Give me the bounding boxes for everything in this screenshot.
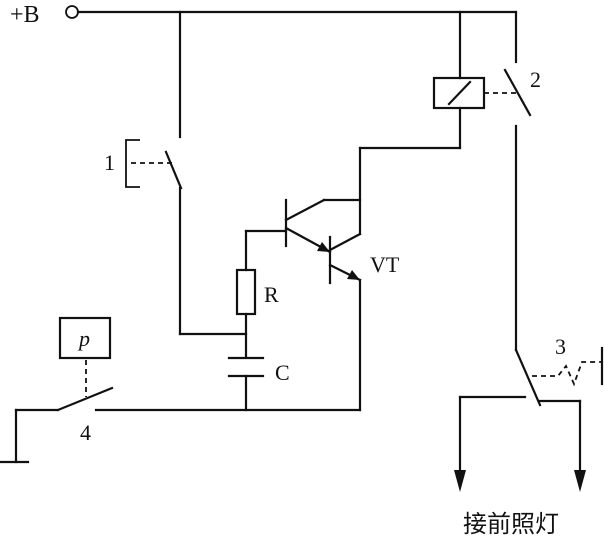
resistor-label: R <box>264 282 279 307</box>
switch-3-label: 3 <box>555 334 566 359</box>
output-label: 接前照灯 <box>463 511 559 538</box>
switch-3 <box>454 346 604 492</box>
switch-4-label: 4 <box>80 420 91 445</box>
pressure-label: p <box>77 326 90 351</box>
supply-terminal <box>65 5 79 19</box>
capacitor-c <box>227 356 265 412</box>
transistor-label: VT <box>370 252 400 277</box>
supply-label: +B <box>10 2 40 28</box>
resistor-r <box>235 229 288 359</box>
switch-1 <box>125 10 183 336</box>
switch-4 <box>0 360 362 464</box>
switch-2 <box>503 10 532 352</box>
transistor-vt <box>284 146 362 412</box>
switch-2-label: 2 <box>530 67 541 92</box>
pressure-sensor-box <box>58 316 112 360</box>
relay-coil <box>358 10 518 150</box>
capacitor-label: C <box>275 360 290 385</box>
switch-1-label: 1 <box>104 150 115 175</box>
